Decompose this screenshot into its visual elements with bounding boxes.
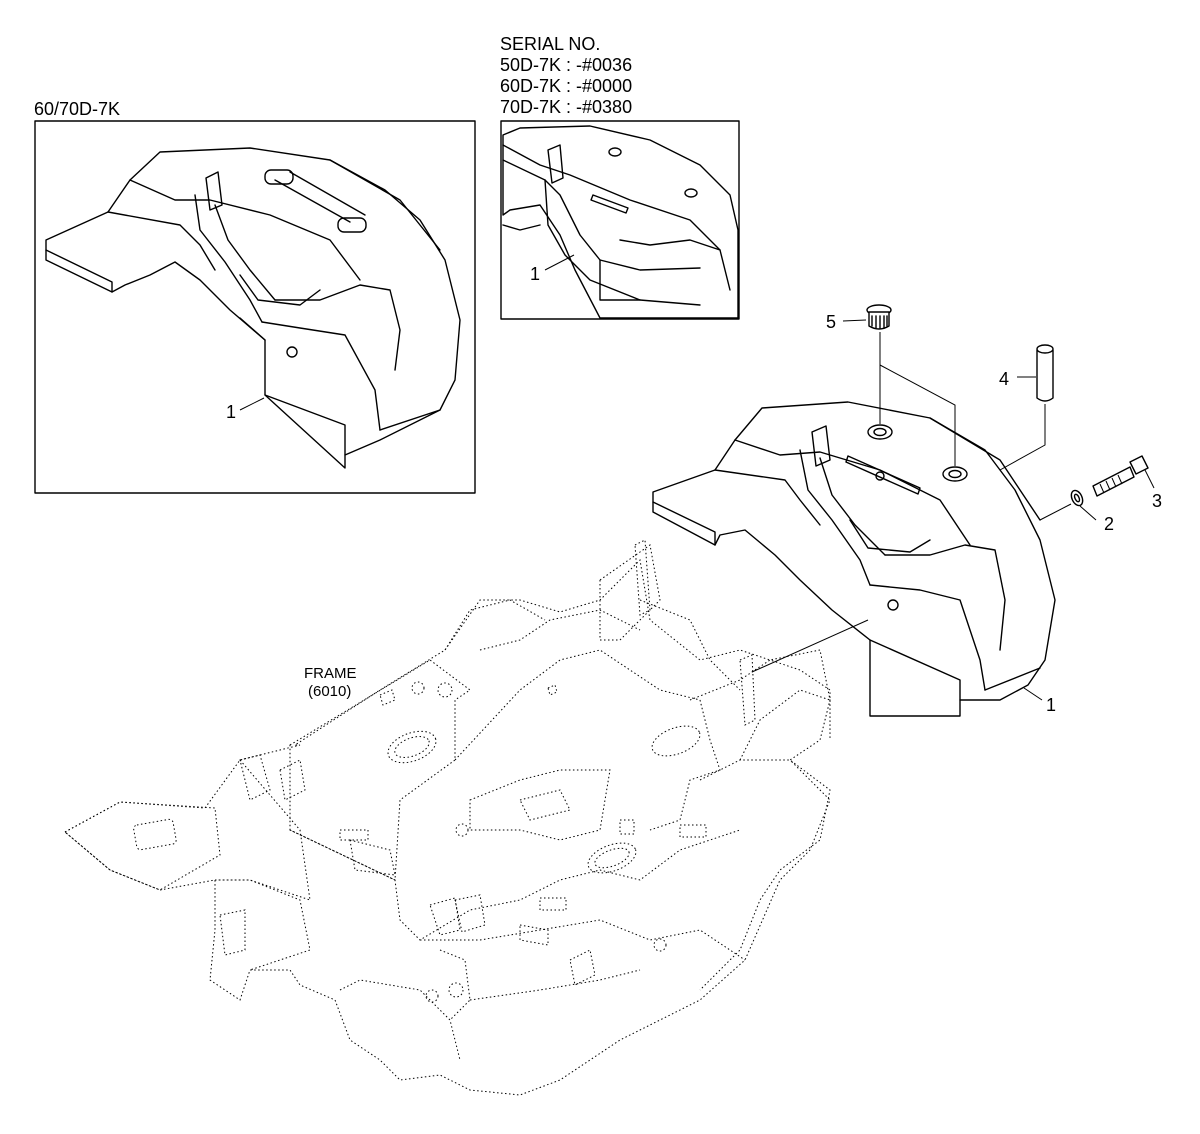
callout-5: 5: [826, 312, 836, 332]
callout-2: 2: [1104, 514, 1114, 534]
serial-line-60d: 60D-7K : -#0000: [500, 76, 632, 96]
inset-right-border: [500, 120, 740, 320]
frame-assembly: [64, 539, 831, 1096]
callout-3: 3: [1152, 491, 1162, 511]
frame-part-number: (6010): [308, 683, 351, 700]
callout-4: 4: [999, 369, 1009, 389]
part-5-plug: 5: [826, 304, 956, 466]
frame-label: FRAME: [304, 665, 357, 682]
inset-left-panel: 1: [34, 120, 476, 494]
main-counterweight: [652, 401, 1056, 717]
inset-left-border: [34, 120, 476, 494]
serial-heading: SERIAL NO.: [500, 34, 600, 54]
inset-right-panel: 1: [500, 120, 740, 320]
variant-label: 60/70D-7K: [34, 99, 120, 119]
main-counterweight-body: [652, 401, 1056, 717]
inset-left-counterweight: [45, 147, 461, 469]
part-3-bolt: 3: [1092, 455, 1162, 511]
inset-left-callout-1: 1: [226, 402, 236, 422]
serial-line-70d: 70D-7K : -#0380: [500, 97, 632, 117]
main-leader-1: [1023, 687, 1043, 701]
inset-right-leader: [544, 254, 575, 271]
inset-right-counterweight: [502, 125, 739, 319]
serial-line-50d: 50D-7K : -#0036: [500, 55, 632, 75]
part-4-pin: 4: [999, 344, 1054, 471]
part-2-washer: 2: [1039, 489, 1114, 534]
inset-right-callout-1: 1: [530, 264, 540, 284]
serial-number-block: SERIAL NO. 50D-7K : -#0036 60D-7K : -#00…: [500, 34, 632, 117]
main-callout-1: 1: [1046, 695, 1056, 715]
inset-left-leader: [239, 397, 265, 411]
